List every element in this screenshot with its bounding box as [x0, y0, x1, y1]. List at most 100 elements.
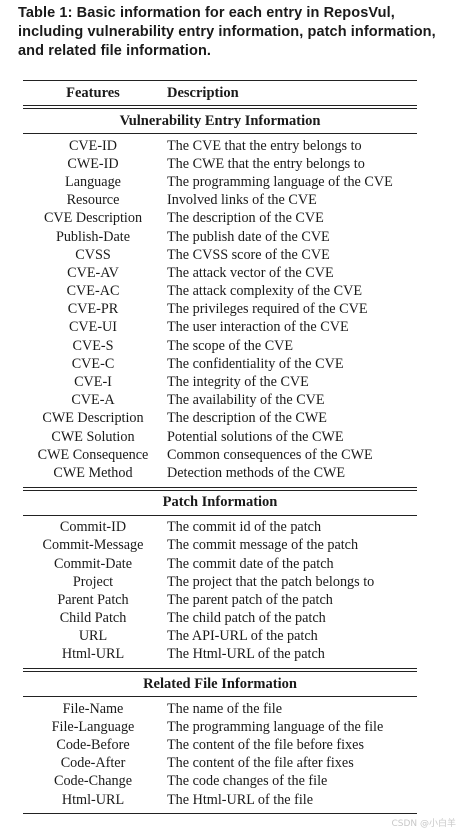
feature-cell: URL [78, 628, 108, 645]
feature-cell: Publish-Date [55, 228, 131, 245]
section-title: Related File Information [143, 675, 297, 692]
section-rule [23, 668, 417, 673]
feature-cell: CVE Description [43, 210, 143, 227]
description-cell: The CVE that the entry belongs to [167, 137, 362, 154]
feature-cell: CVE-C [71, 355, 115, 372]
table-row: CVE Description The description of the CV… [23, 210, 417, 228]
description-cell: The programming language of the file [167, 718, 384, 735]
header-description: Description [167, 84, 239, 101]
description-cell: The scope of the CVE [167, 337, 294, 354]
feature-cell: CWE Description [42, 410, 144, 427]
table-row: Language The programming language of the … [23, 173, 417, 191]
feature-cell: CWE-ID [67, 155, 119, 172]
description-cell: Involved links of the CVE [167, 192, 317, 209]
table-row: CVE-ID The CVE that the entry belongs to [23, 137, 417, 155]
table-row: CWE Description The description of the CW… [23, 410, 417, 428]
description-cell: The availability of the CVE [167, 392, 325, 409]
description-cell: The programming language of the CVE [167, 173, 393, 190]
feature-cell: Resource [66, 192, 120, 209]
description-cell: The code changes of the file [167, 773, 328, 790]
feature-cell: Language [65, 173, 121, 190]
table-row: CVE-S The scope of the CVE [23, 337, 417, 355]
header-features: Features [66, 84, 120, 101]
info-table: Features Description Vulnerability Entry… [23, 80, 417, 815]
description-cell: The CVSS score of the CVE [167, 246, 330, 263]
table-row: CWE Solution Potential solutions of the C… [23, 428, 417, 446]
feature-cell: File-Name [62, 700, 124, 717]
feature-cell: Html-URL [61, 646, 125, 663]
description-cell: The commit id of the patch [167, 519, 322, 536]
description-cell: The content of the file after fixes [167, 755, 354, 772]
feature-cell: Child Patch [59, 610, 127, 627]
description-cell: The API-URL of the patch [167, 628, 318, 645]
description-cell: The CWE that the entry belongs to [167, 155, 365, 172]
table-row: File-Name The name of the file [23, 700, 417, 718]
description-cell: The Html-URL of the file [167, 791, 314, 808]
description-cell: Common consequences of the CWE [167, 446, 373, 463]
description-cell: The privileges required of the CVE [167, 301, 368, 318]
description-cell: The name of the file [167, 700, 283, 717]
feature-cell: Commit-Message [42, 537, 144, 554]
description-cell: Potential solutions of the CWE [167, 428, 344, 445]
section-rule [23, 486, 417, 491]
feature-cell: CWE Consequence [37, 446, 149, 463]
description-cell: The Html-URL of the patch [167, 646, 325, 663]
table-row: Commit-Message The commit message of the … [23, 537, 417, 555]
feature-cell: Code-Change [53, 773, 132, 790]
table-row: CVE-I The integrity of the CVE [23, 373, 417, 391]
table-row: Html-URL The Html-URL of the file [23, 791, 417, 809]
section-title: Vulnerability Entry Information [119, 112, 321, 129]
description-cell: The content of the file before fixes [167, 737, 364, 754]
description-cell: The integrity of the CVE [167, 374, 309, 391]
section-title-rule [23, 133, 417, 134]
feature-cell: Commit-ID [59, 519, 127, 536]
feature-cell: CWE Method [53, 464, 133, 481]
table-row: Code-Before The content of the file befor… [23, 736, 417, 754]
description-cell: The user interaction of the CVE [167, 319, 349, 336]
description-cell: The project that the patch belongs to [167, 573, 375, 590]
table-bottom-rule [23, 813, 417, 815]
table-top-rule [23, 80, 417, 81]
table-row: Commit-ID The commit id of the patch [23, 519, 417, 537]
section-title: Patch Information [162, 494, 278, 511]
description-cell: The description of the CVE [167, 210, 324, 227]
description-cell: The commit date of the patch [167, 555, 334, 572]
watermark: CSDN @小白羊 [391, 819, 456, 829]
table-row: CVE-A The availability of the CVE [23, 392, 417, 410]
table-row: Code-Change The code changes of the file [23, 773, 417, 791]
description-cell: The commit message of the patch [167, 537, 359, 554]
table-row: URL The API-URL of the patch [23, 628, 417, 646]
feature-cell: CWE Solution [51, 428, 135, 445]
feature-cell: Html-URL [61, 791, 125, 808]
feature-cell: CVE-I [74, 374, 112, 391]
table-caption: Table 1: Basic information for each entr… [18, 5, 436, 59]
feature-cell: Code-After [60, 755, 126, 772]
table-row: Html-URL The Html-URL of the patch [23, 646, 417, 664]
description-cell: The description of the CWE [167, 410, 327, 427]
feature-cell: CVE-A [71, 392, 115, 409]
section-title-rule [23, 696, 417, 698]
table-row: CWE Consequence Common consequences of th… [23, 446, 417, 464]
description-cell: The attack vector of the CVE [167, 264, 334, 281]
feature-cell: CVE-ID [68, 137, 118, 154]
description-cell: The parent patch of the patch [167, 591, 333, 608]
feature-cell: CVE-S [72, 337, 114, 354]
section-rule [23, 105, 417, 109]
feature-cell: Code-Before [56, 737, 130, 754]
feature-cell: CVSS [75, 246, 111, 263]
table-row: Resource Involved links of the CVE [23, 192, 417, 210]
